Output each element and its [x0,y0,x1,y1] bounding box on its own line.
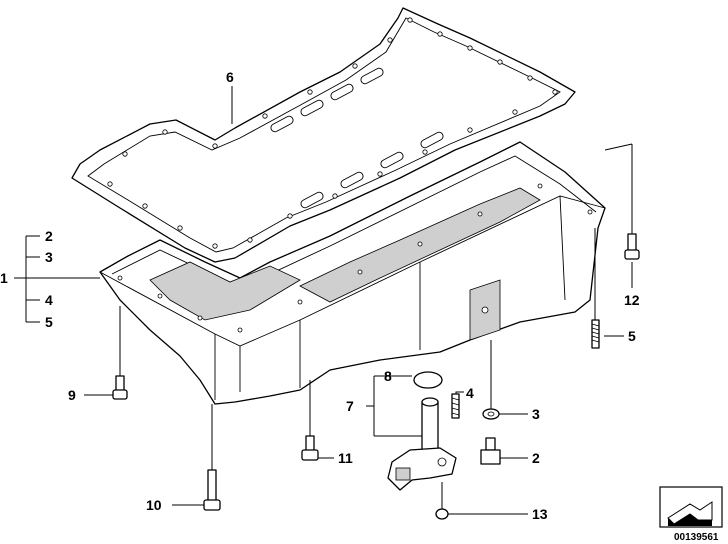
callout-5-right: 5 [628,328,636,344]
washer-13 [435,508,449,520]
callout-4: 4 [45,292,53,308]
callout-labels: 1 2 3 4 5 6 12 5 8 7 4 3 2 9 11 10 13 [0,69,640,522]
bmw-parts-arrow-icon [659,486,723,528]
callout-6: 6 [226,69,234,85]
gasket-bolt-holes [107,17,558,249]
sensor-stem [421,401,439,453]
callout-3: 3 [45,249,53,265]
drain-plug-2 [480,437,501,465]
oil-pan-gasket [71,7,576,263]
callout-2-right: 2 [532,450,540,466]
bolt-12 [624,233,640,260]
callout-4-right: 4 [466,385,474,401]
bolt-10 [203,469,221,511]
callout-1: 1 [0,270,8,286]
oil-pan [99,141,606,405]
callout-10: 10 [146,497,162,513]
bolt-9 [112,375,128,400]
callout-3-right: 3 [532,406,540,422]
callout-11: 11 [338,450,353,466]
stud-4 [451,393,460,419]
callout-2: 2 [45,228,53,244]
stud-5 [591,319,600,349]
callout-7: 7 [346,398,354,414]
callout-12: 12 [624,292,640,308]
callout-5: 5 [45,314,53,330]
bolt-11 [301,435,319,461]
washer-3 [482,408,500,420]
gasket-channel-slots [270,67,444,209]
leader-lines [14,86,633,515]
callout-9: 9 [68,387,76,403]
sealing-ring-8 [413,371,443,389]
callout-8: 8 [384,368,392,384]
oil-level-sensor-assembly [387,371,457,491]
callout-13: 13 [532,506,548,522]
oil-pan-flange-holes [117,183,593,333]
document-id: 00139561 [674,532,719,543]
